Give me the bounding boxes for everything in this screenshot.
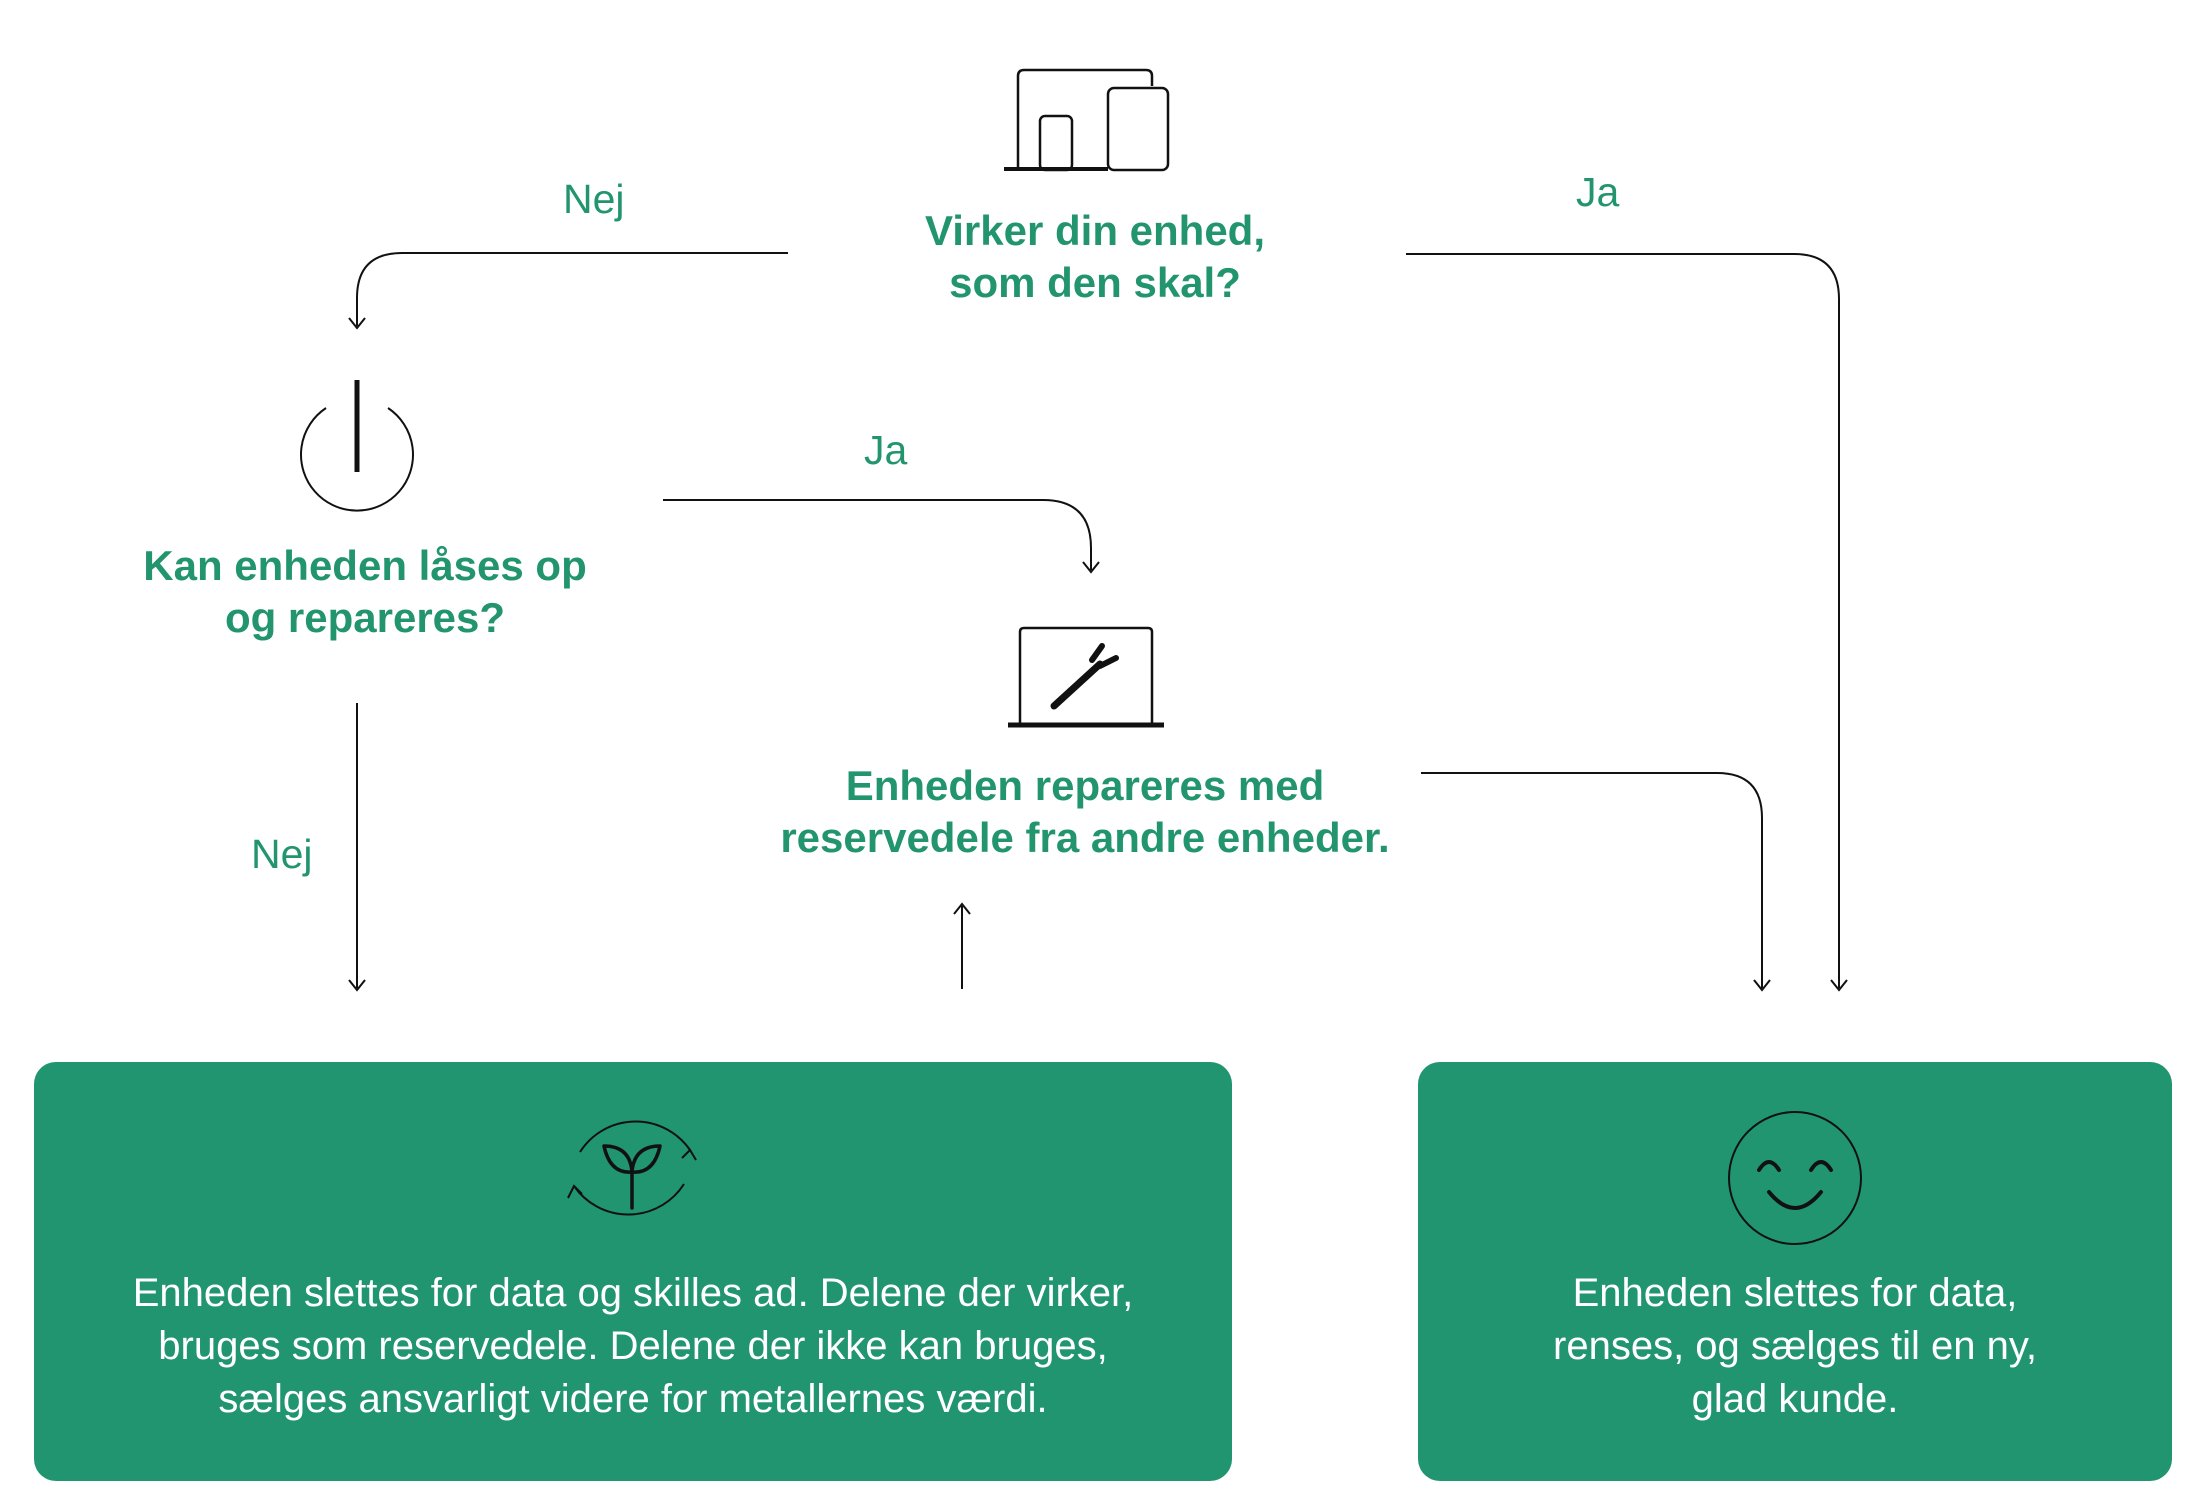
question-works-line2: som den skal? xyxy=(949,259,1241,306)
question-unlock-repair: Kan enheden låses op og repareres? xyxy=(80,540,650,644)
arrowhead-unlock-no xyxy=(348,979,366,992)
label-unlock-yes: Ja xyxy=(864,427,908,473)
question-device-works: Virker din enhed, som den skal? xyxy=(830,205,1360,309)
question-unlock-line2: og repareres? xyxy=(224,594,506,641)
label-works-no: Nej xyxy=(563,176,625,222)
recycle-sprout-icon xyxy=(567,1120,697,1216)
arrowhead-recycle-to-repair xyxy=(953,902,971,915)
question-unlock-line1: Kan enheden låses op xyxy=(143,542,587,589)
smiley-icon xyxy=(1728,1111,1862,1245)
connector-repair-to-resell xyxy=(1421,772,1763,988)
devices-icon xyxy=(1004,68,1170,172)
outcome-resell-line3: glad kunde. xyxy=(1691,1377,1899,1421)
arrowhead-works-yes xyxy=(1830,979,1848,992)
outcome-recycle-line1: Enheden slettes for data og skilles ad. … xyxy=(132,1271,1134,1315)
outcome-recycle-text: Enheden slettes for data og skilles ad. … xyxy=(34,1267,1232,1426)
connector-works-yes xyxy=(1406,253,1840,988)
outcome-resell-text: Enheden slettes for data, renses, og sæl… xyxy=(1418,1267,2172,1426)
statement-repair-line1: Enheden repareres med xyxy=(845,762,1325,809)
connector-unlock-yes xyxy=(663,499,1092,570)
outcome-resell-box: Enheden slettes for data, renses, og sæl… xyxy=(1418,1062,2172,1481)
outcome-recycle-line3: sælges ansvarligt videre for metallernes… xyxy=(218,1377,1048,1421)
outcome-recycle-box: Enheden slettes for data og skilles ad. … xyxy=(34,1062,1232,1481)
arrowhead-repair-to-resell xyxy=(1753,979,1771,992)
outcome-recycle-line2: bruges som reservedele. Delene der ikke … xyxy=(158,1324,1108,1368)
label-works-yes: Ja xyxy=(1576,169,1620,215)
statement-repair-line2: reservedele fra andre enheder. xyxy=(780,814,1390,861)
statement-repair-with-parts: Enheden repareres med reservedele fra an… xyxy=(740,760,1430,864)
laptop-wrench-icon xyxy=(1008,626,1164,728)
power-icon xyxy=(300,380,414,512)
arrowhead-unlock-yes xyxy=(1082,561,1100,574)
connector-works-no xyxy=(356,252,788,326)
arrowhead-works-no xyxy=(348,317,366,330)
outcome-resell-line2: renses, og sælges til en ny, xyxy=(1553,1324,2037,1368)
outcome-resell-line1: Enheden slettes for data, xyxy=(1572,1271,2018,1315)
question-works-line1: Virker din enhed, xyxy=(925,207,1265,254)
label-unlock-no: Nej xyxy=(251,831,313,877)
